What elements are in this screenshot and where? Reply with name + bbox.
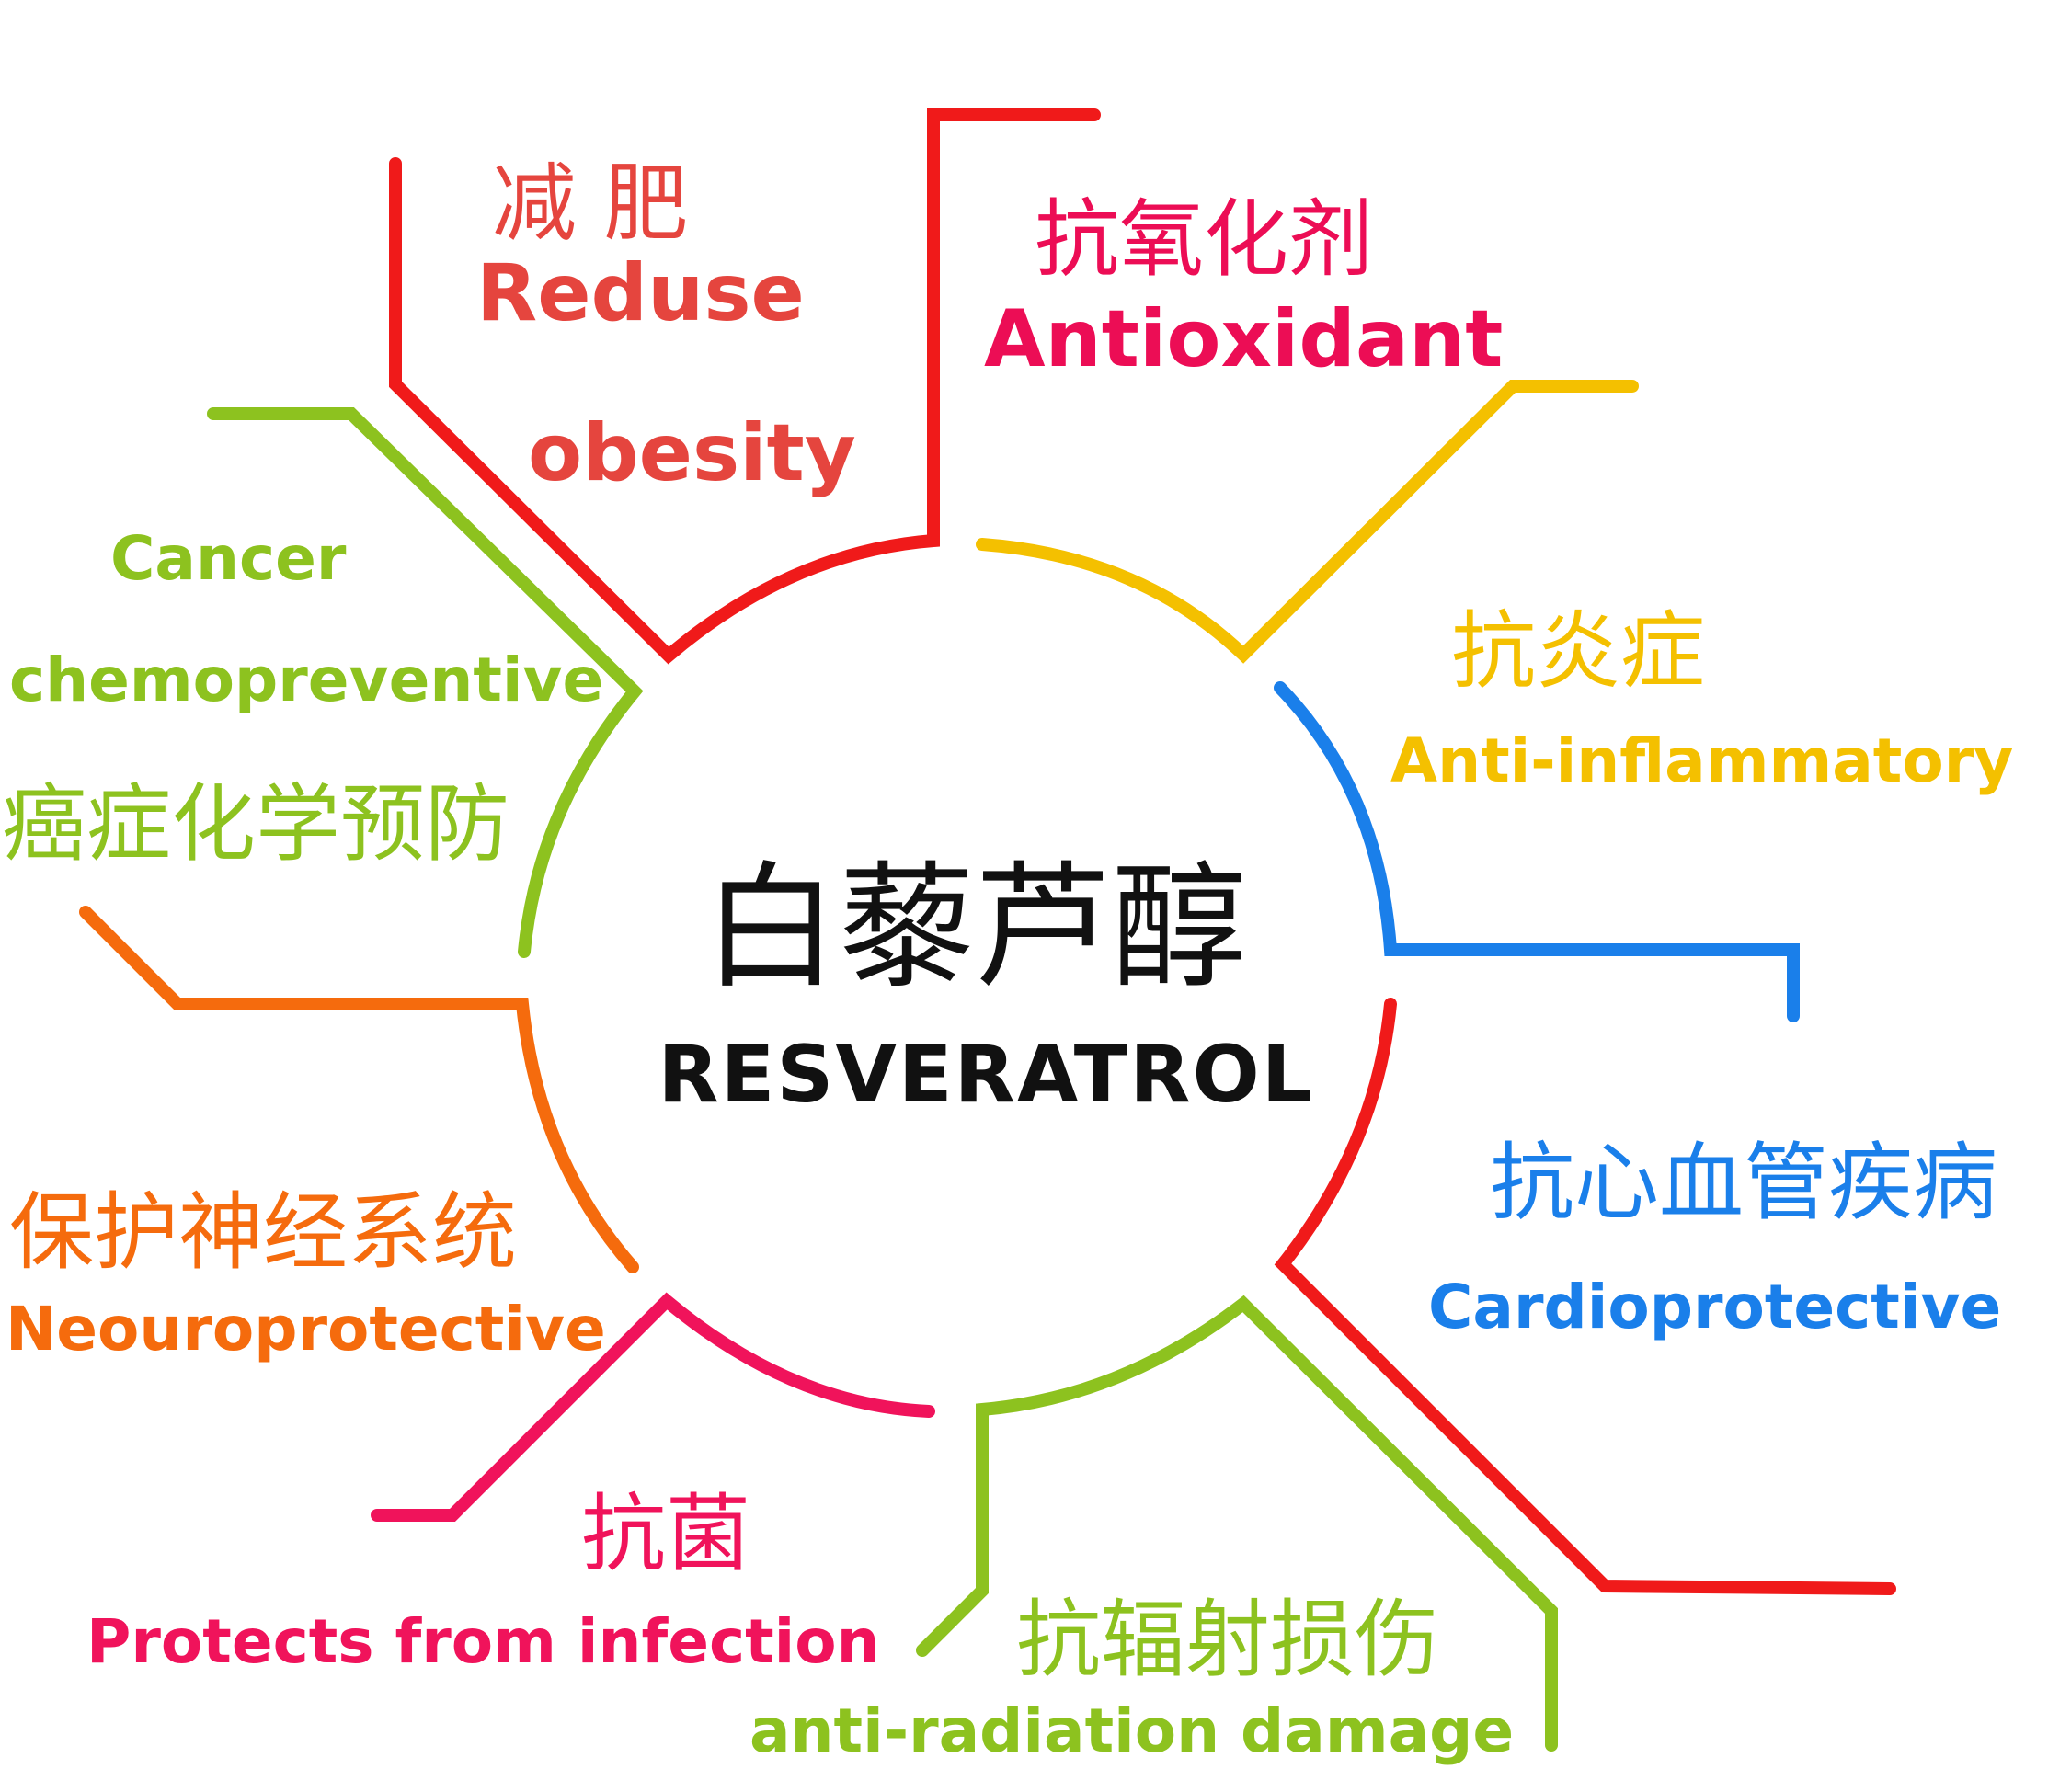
neuro-label-zh: 保护神经系统 xyxy=(9,1183,517,1282)
anti-inflammatory-label-zh: 抗炎症 xyxy=(1451,602,1705,701)
obesity-label-en-1: Reduse xyxy=(476,247,805,339)
obesity-label-zh: 减 肥 xyxy=(492,154,688,253)
cancer-label-en-1: Cancer xyxy=(110,523,347,594)
antioxidant-connector xyxy=(976,380,1639,664)
infection-connector xyxy=(371,1292,935,1522)
neuro-connector xyxy=(79,906,639,1273)
cardio-label-zh: 抗心血管疾病 xyxy=(1490,1134,1997,1232)
radiation-label-en: anti-radiation damage xyxy=(749,1695,1514,1766)
anti-inflammatory-label-en: Anti-inflammatory xyxy=(1390,725,2013,796)
neuro-label-en: Neouroprotective xyxy=(6,1294,606,1364)
cancer-label-en-2: chemopreventive xyxy=(9,645,603,715)
obesity-label-en-2: obesity xyxy=(528,407,856,499)
radiation-connector xyxy=(916,1295,1558,1752)
center-title-en: RESVERATROL xyxy=(658,1029,1313,1121)
cardio-label-en: Cardioprotective xyxy=(1428,1272,2001,1342)
antioxidant-label-zh: 抗氧化剂 xyxy=(1035,190,1373,289)
center-title-zh: 白藜芦醇 xyxy=(703,849,1247,1007)
antioxidant-label-en: Antioxidant xyxy=(984,293,1503,385)
cancer-label-zh: 癌症化学预防 xyxy=(2,775,509,873)
infection-label-en: Protects from infection xyxy=(86,1606,880,1677)
cancer-connector xyxy=(207,407,644,958)
infection-label-zh: 抗菌 xyxy=(581,1485,750,1583)
cardio-connector xyxy=(1274,681,1800,1022)
obesity-connector xyxy=(389,108,1101,665)
right-red-connector xyxy=(1274,998,1896,1595)
radiation-label-zh: 抗辐射损伤 xyxy=(1016,1591,1439,1689)
